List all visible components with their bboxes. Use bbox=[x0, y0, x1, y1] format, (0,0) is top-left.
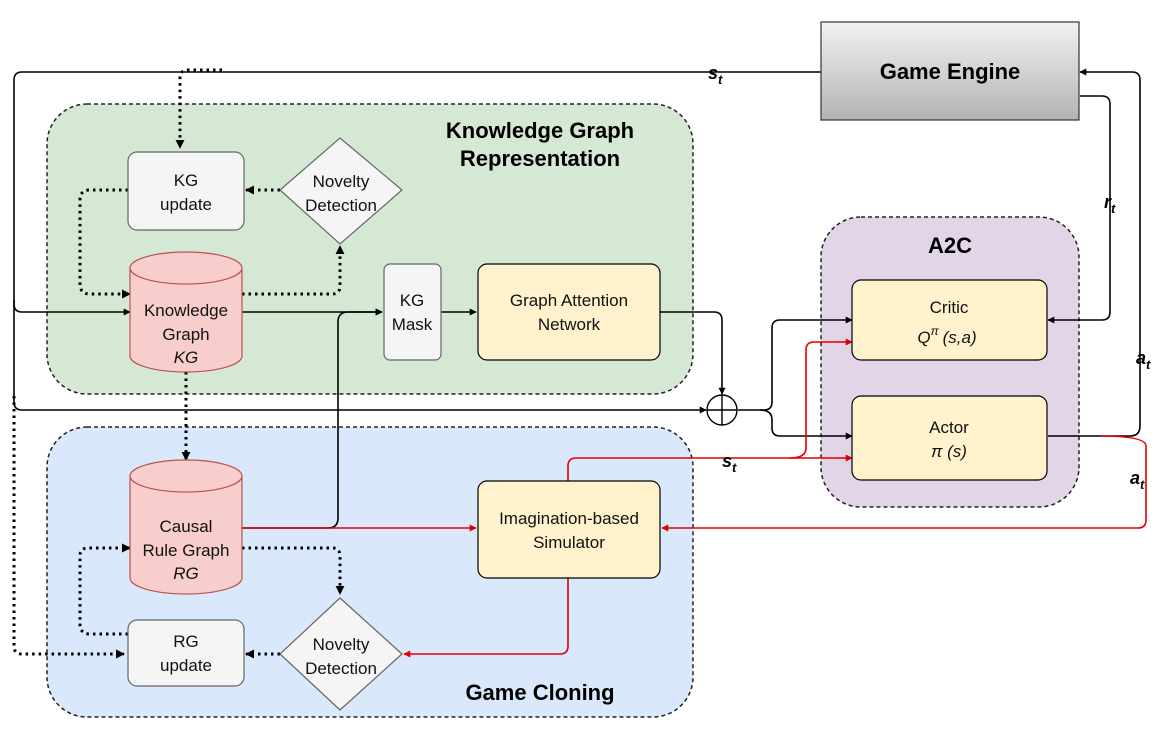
novelty-detection-rg-diamond bbox=[279, 597, 403, 711]
kg-mask-label-line2: Mask bbox=[392, 315, 433, 334]
edge-state-to-kg-update bbox=[175, 68, 222, 149]
action-label-right-sub: t bbox=[1146, 357, 1151, 372]
critic-pi-superscript: π bbox=[931, 324, 940, 338]
edge-gat-to-concat bbox=[660, 311, 726, 395]
a2c-region-title: A2C bbox=[928, 233, 972, 258]
edge-action-to-simulator bbox=[661, 435, 1147, 532]
edge-concat-to-critic bbox=[738, 316, 853, 411]
state-label-red-sub: t bbox=[732, 460, 737, 475]
novelty-rg-label-line2: Detection bbox=[305, 659, 377, 678]
gat-label-line1: Graph Attention bbox=[510, 291, 628, 310]
edge-reward-to-critic bbox=[1047, 95, 1111, 324]
edge-state-to-knowledge-graph bbox=[13, 71, 821, 316]
rule-graph-label-line1: Causal bbox=[160, 517, 213, 536]
rule-graph-label-line3: RG bbox=[173, 564, 199, 583]
rg-update-label-line2: update bbox=[160, 656, 212, 675]
state-label-top-main: s bbox=[708, 63, 718, 83]
action-label-right-main: a bbox=[1136, 348, 1146, 368]
kg-update-box bbox=[127, 151, 245, 231]
edge-simulated-state-to-actor bbox=[567, 454, 853, 481]
knowledge-graph-label-line2: Graph bbox=[162, 325, 209, 344]
actor-box bbox=[851, 395, 1048, 481]
critic-q: Q bbox=[917, 328, 930, 347]
reward-label-sub: t bbox=[1111, 201, 1116, 216]
edge-action-to-engine bbox=[1048, 68, 1141, 437]
game-engine-label: Game Engine bbox=[880, 59, 1021, 84]
critic-label: Critic bbox=[930, 298, 969, 317]
novelty-kg-label-line1: Novelty bbox=[313, 172, 370, 191]
action-label-red-main: a bbox=[1130, 468, 1140, 488]
state-label-top-sub: t bbox=[718, 72, 723, 87]
imagination-simulator-box bbox=[477, 480, 661, 579]
edge-state-to-concat bbox=[13, 300, 707, 414]
graph-attention-network-box bbox=[477, 263, 661, 361]
rg-update-label-line1: RG bbox=[173, 632, 199, 651]
kg-update-label-line2: update bbox=[160, 195, 212, 214]
novelty-detection-kg-diamond bbox=[279, 137, 403, 245]
edge-simulator-to-novelty-rg bbox=[403, 578, 569, 658]
reward-label-main: r bbox=[1104, 192, 1112, 212]
novelty-rg-label-line1: Novelty bbox=[313, 635, 370, 654]
kg-region-title-line1: Knowledge Graph bbox=[446, 118, 634, 143]
rule-graph-label-line2: Rule Graph bbox=[143, 541, 230, 560]
action-label-red-sub: t bbox=[1140, 477, 1145, 492]
action-label-red: at bbox=[1130, 468, 1145, 492]
gat-label-line2: Network bbox=[538, 315, 601, 334]
edge-kg-update-to-knowledge-graph bbox=[78, 188, 131, 299]
simulator-label-line2: Simulator bbox=[533, 533, 605, 552]
knowledge-graph-cylinder bbox=[129, 251, 243, 373]
knowledge-graph-label-line1: Knowledge bbox=[144, 301, 228, 320]
edge-simulated-state-to-critic bbox=[789, 338, 853, 459]
kg-mask-box bbox=[383, 263, 442, 361]
action-label-right: at bbox=[1136, 348, 1151, 372]
critic-args: (s,a) bbox=[943, 328, 977, 347]
simulator-label-line1: Imagination-based bbox=[499, 509, 639, 528]
rg-update-box bbox=[127, 619, 245, 687]
critic-box bbox=[851, 279, 1048, 361]
kg-update-label-line1: KG bbox=[174, 171, 199, 190]
state-label-top: st bbox=[708, 63, 723, 87]
novelty-kg-label-line2: Detection bbox=[305, 196, 377, 215]
state-label-red: st bbox=[722, 451, 737, 475]
state-label-red-main: s bbox=[722, 451, 732, 471]
actor-label-line1: Actor bbox=[929, 418, 969, 437]
edge-rg-update-to-rule-graph bbox=[78, 543, 131, 636]
reward-label: rt bbox=[1104, 192, 1116, 216]
edge-concat-to-actor bbox=[759, 409, 853, 440]
game-engine-box bbox=[820, 21, 1080, 121]
kg-region-title-line2: Representation bbox=[460, 146, 620, 171]
causal-rule-graph-cylinder bbox=[129, 459, 243, 595]
knowledge-graph-label-line3: KG bbox=[174, 348, 199, 367]
critic-formula: Qπ(s,a) bbox=[917, 324, 976, 347]
gc-region-title: Game Cloning bbox=[465, 680, 614, 705]
actor-label-line2: π (s) bbox=[931, 442, 967, 461]
kg-mask-label-line1: KG bbox=[400, 291, 425, 310]
